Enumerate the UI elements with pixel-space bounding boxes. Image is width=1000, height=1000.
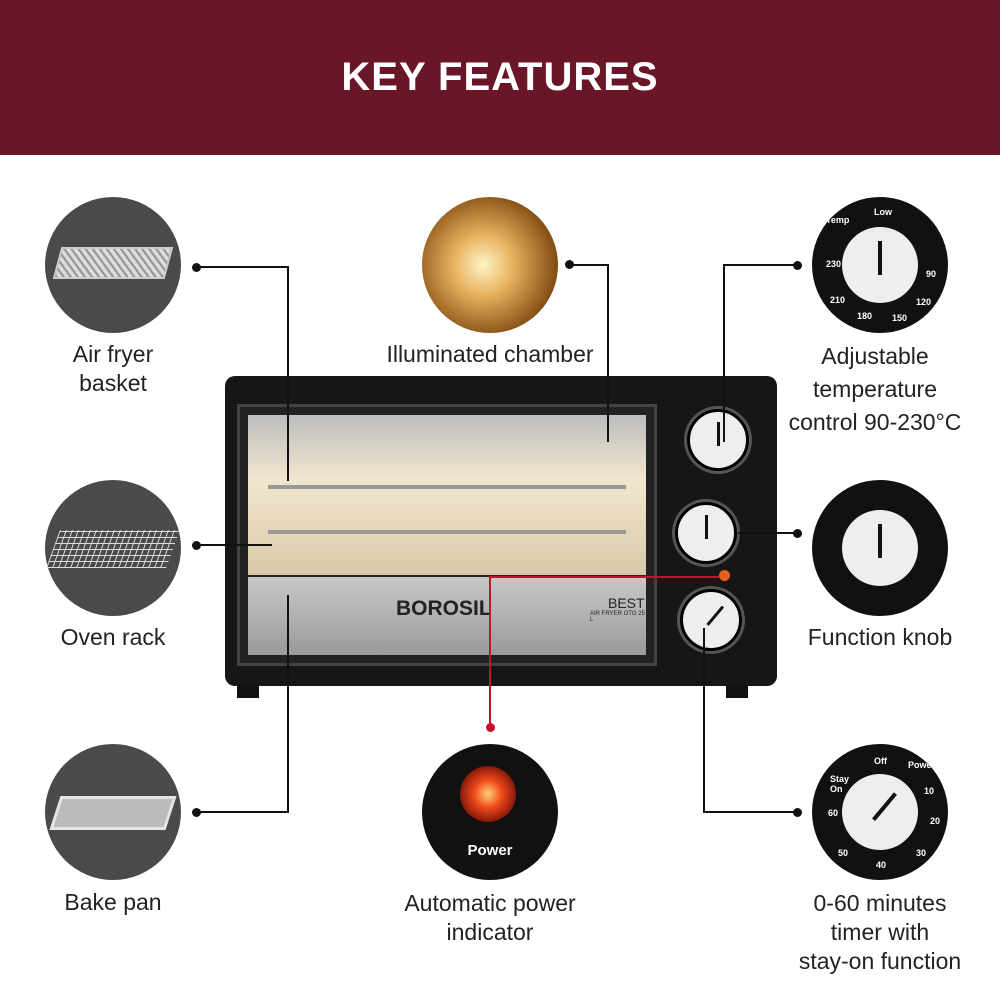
oven-door[interactable]: BOROSIL BEST AIR FRYER OTG 25 L	[237, 404, 657, 666]
temp-label: 210	[830, 295, 846, 305]
timer-label: 30	[916, 848, 927, 858]
connector-line	[723, 264, 796, 266]
temp-label: 150	[892, 313, 908, 323]
connector-line	[489, 577, 491, 727]
connector-dot	[793, 261, 802, 270]
connector-dot	[565, 260, 574, 269]
oven-function-knob[interactable]	[675, 502, 737, 564]
temp-label: 90	[926, 269, 937, 279]
oven-foot	[237, 684, 259, 698]
temperature-knob-image: Temp Low 90 120 150 180 210 230	[812, 197, 948, 333]
temp-label: Low	[874, 207, 892, 217]
brand-logo: BOROSIL	[396, 597, 492, 620]
connector-line	[607, 264, 609, 442]
label-oven-rack: Oven rack	[60, 624, 166, 650]
door-panel: BOROSIL BEST AIR FRYER OTG 25 L	[248, 577, 646, 655]
header-banner: KEY FEATURES	[0, 0, 1000, 155]
air-fryer-basket-image	[45, 197, 181, 333]
connector-line	[287, 266, 289, 481]
connector-dot	[192, 541, 201, 550]
connector-line	[197, 544, 272, 546]
model-name: BEST	[608, 595, 645, 611]
model-subtitle: AIR FRYER OTG 25 L	[590, 611, 645, 623]
label-illuminated-chamber: Illuminated chamber	[386, 341, 594, 367]
temp-label: 230	[826, 259, 842, 269]
connector-line	[197, 266, 289, 268]
timer-label: 20	[930, 816, 941, 826]
temp-label: 180	[857, 311, 873, 321]
oven-foot	[726, 684, 748, 698]
illuminated-chamber-image	[422, 197, 558, 333]
timer-label: Power	[908, 760, 936, 770]
oven-power-light-icon	[719, 570, 730, 581]
connector-dot	[793, 529, 802, 538]
connector-dot	[486, 723, 495, 732]
timer-label: 10	[924, 786, 935, 796]
timer-label: Stay On	[830, 774, 850, 794]
temp-label: 120	[916, 297, 932, 307]
timer-knob-image: Stay On Off Power 10 20 30 40 50 60	[812, 744, 948, 880]
connector-line	[570, 264, 609, 266]
label-function-knob: Function knob	[807, 624, 953, 650]
label-bake-pan: Bake pan	[64, 889, 162, 915]
oven-rack-image	[45, 480, 181, 616]
power-indicator-image: Power	[422, 744, 558, 880]
connector-dot	[793, 808, 802, 817]
timer-label: 60	[828, 808, 839, 818]
temp-title: Temp	[826, 215, 850, 225]
oven-temperature-knob[interactable]	[687, 409, 749, 471]
bake-pan-image	[45, 744, 181, 880]
connector-line	[703, 811, 796, 813]
connector-line	[197, 811, 289, 813]
connector-line	[703, 628, 705, 813]
oven-window	[248, 415, 646, 575]
connector-dot	[192, 808, 201, 817]
label-power-indicator: Automatic power indicator	[404, 890, 576, 945]
connector-line	[738, 532, 796, 534]
power-label: Power	[467, 842, 513, 859]
timer-label: 40	[876, 860, 887, 870]
power-light-icon	[460, 766, 516, 822]
timer-label: Off	[874, 756, 887, 766]
oven-timer-knob[interactable]	[667, 576, 755, 664]
label-timer: 0-60 minutes timer with stay-on function	[798, 890, 962, 974]
connector-line	[287, 595, 289, 813]
page-title: KEY FEATURES	[341, 55, 659, 99]
connector-dot	[192, 263, 201, 272]
oven-body: BOROSIL BEST AIR FRYER OTG 25 L	[225, 376, 777, 686]
function-knob-image	[812, 480, 948, 616]
label-temperature: Adjustable temperature control 90-230°C	[788, 343, 962, 435]
timer-label: 50	[838, 848, 849, 858]
connector-line	[489, 576, 719, 578]
label-air-fryer-basket: Air fryer basket	[72, 341, 154, 396]
connector-line	[723, 264, 725, 442]
